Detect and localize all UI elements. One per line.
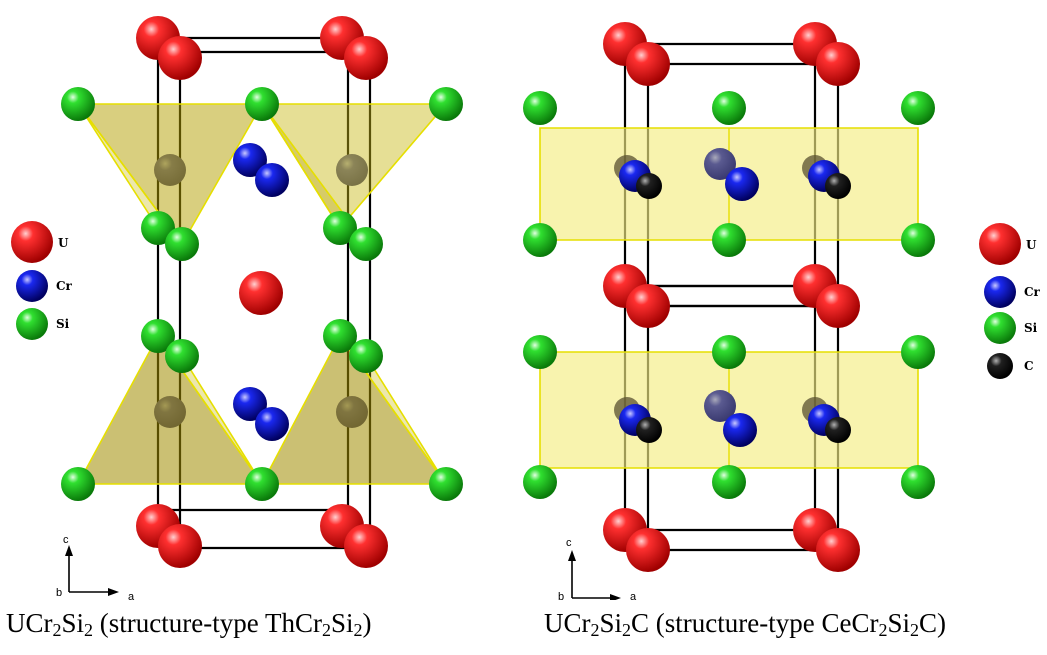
- cr-atoms: [233, 143, 289, 441]
- ucr2si2-structure: U Cr Si c b a: [11, 16, 463, 600]
- axis-b-label: b: [558, 591, 564, 600]
- axis-c-label: c: [63, 534, 69, 546]
- legend-left: U Cr Si: [11, 221, 73, 340]
- si-tetrahedra: [76, 103, 448, 485]
- legend-cr-swatch: [984, 276, 1016, 308]
- legend-u-swatch: [979, 223, 1021, 265]
- legend-u-label: U: [58, 236, 69, 250]
- legend-right: U Cr Si C: [979, 223, 1041, 379]
- legend-c-label: C: [1024, 359, 1034, 373]
- legend-u-label: U: [1026, 238, 1037, 252]
- tetrahedron-top-right: [260, 103, 448, 230]
- legend-si-swatch: [984, 312, 1016, 344]
- legend-cr-swatch: [16, 270, 48, 302]
- axis-a-label: a: [128, 591, 135, 600]
- caption-ucr2si2: UCr2Si2 (structure-type ThCr2Si2): [6, 608, 372, 640]
- u-atoms-right: [603, 22, 860, 572]
- axis-c-label: c: [566, 537, 572, 549]
- legend-cr-label: Cr: [56, 279, 73, 293]
- u-atoms: [136, 16, 388, 568]
- legend-si-label: Si: [56, 317, 70, 331]
- axis-triad-right: c b a: [558, 537, 637, 600]
- axis-a-label: a: [630, 591, 637, 600]
- axis-b-label: b: [56, 587, 62, 599]
- caption-ucr2si2c: UCr2Si2C (structure-type CeCr2Si2C): [544, 608, 947, 640]
- si-atoms: [61, 87, 463, 501]
- legend-si-label: Si: [1024, 321, 1038, 335]
- legend-cr-label: Cr: [1024, 285, 1041, 299]
- legend-si-swatch: [16, 308, 48, 340]
- c-atoms: [636, 173, 851, 443]
- si-atoms-right: [523, 91, 935, 499]
- crystal-structure-figure: U Cr Si c b a: [11, 16, 1041, 600]
- axis-triad-left: c b a: [56, 534, 135, 600]
- legend-c-swatch: [987, 353, 1013, 379]
- ucr2si2c-structure: U Cr Si C c b a: [523, 22, 1041, 600]
- legend-u-swatch: [11, 221, 53, 263]
